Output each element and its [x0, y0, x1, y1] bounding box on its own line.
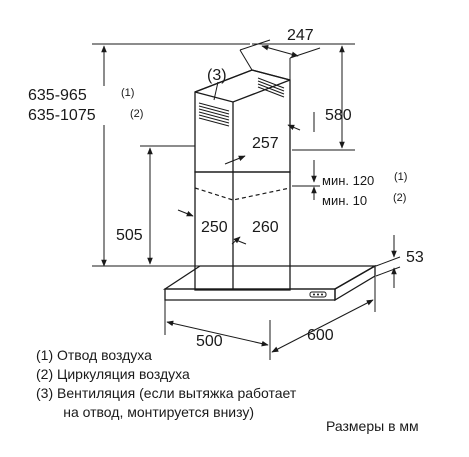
hood-canopy	[162, 264, 378, 302]
dim-250-260-lines	[177, 209, 247, 245]
dim-247-lines	[239, 39, 321, 80]
dim-lower-duct-height: 505	[116, 227, 143, 244]
dim-600-lines	[271, 276, 376, 353]
min-exhaust-label: мин. 120	[322, 173, 374, 188]
dim-duct-width: 257	[252, 135, 279, 152]
min-recirc-label: мин. 10	[322, 193, 367, 208]
dim-upper-duct-height: 580	[325, 107, 352, 124]
legend: (1) Отвод воздуха (2) Циркуляция воздуха…	[36, 346, 296, 422]
dim-canopy-height: 53	[406, 249, 424, 266]
lower-duct	[194, 171, 291, 291]
dim-inner-depth: 260	[252, 219, 279, 236]
dim-hood-depth: 600	[307, 327, 334, 344]
overlap-dashed-line	[194, 187, 291, 201]
dim-500-lines	[164, 300, 271, 360]
total-height-exhaust: 635-965	[28, 87, 87, 104]
units-note: Размеры в мм	[326, 418, 419, 434]
dim-duct-depth: 247	[287, 27, 314, 44]
min-recirc-ref: (2)	[393, 192, 406, 204]
total-height-recirc-ref: (2)	[130, 108, 143, 120]
legend-item: (1) Отвод воздуха	[36, 347, 152, 363]
total-height-recirc: 635-1075	[28, 107, 96, 124]
total-height-exhaust-ref: (1)	[121, 87, 134, 99]
legend-item: на отвод, монтируется внизу)	[36, 404, 255, 420]
dim-inner-width: 250	[201, 219, 228, 236]
legend-item: (2) Циркуляция воздуха	[36, 366, 190, 382]
dim-total-height-lines	[92, 43, 250, 267]
legend-item: (3) Вентиляция (если вытяжка работает	[36, 385, 297, 401]
vent-slots	[198, 77, 285, 127]
control-panel	[309, 291, 327, 298]
min-exhaust-ref: (1)	[394, 171, 407, 183]
dim-580-lines	[252, 43, 355, 151]
vent-ref-label: (3)	[207, 67, 227, 84]
dim-505-lines	[140, 145, 195, 265]
dim-257-lines	[224, 112, 315, 165]
dim-53-lines	[375, 235, 401, 288]
dim-min-clearance-lines	[292, 160, 320, 200]
dim-hood-width: 500	[196, 333, 223, 350]
vent-leader-line	[213, 81, 219, 101]
